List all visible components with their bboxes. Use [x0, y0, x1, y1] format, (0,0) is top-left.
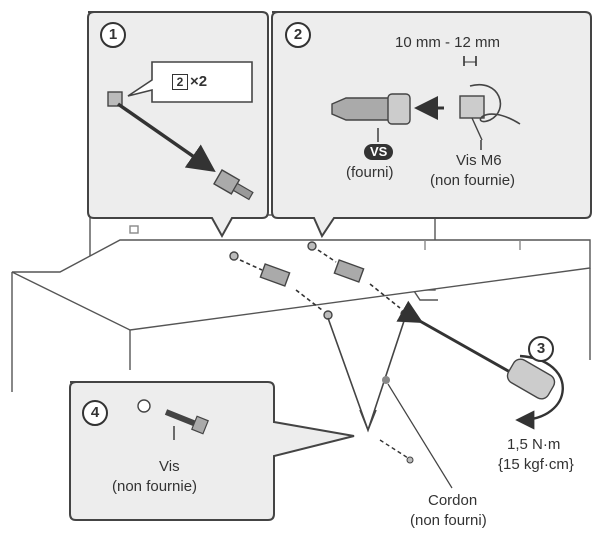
quantity-callout: [127, 61, 253, 103]
step-number-4: 4: [82, 400, 108, 426]
m6-screw-caption: (non fournie): [430, 172, 516, 189]
cord-title: Cordon: [428, 492, 478, 509]
bolt-1: [213, 169, 254, 201]
wood-screw: [137, 399, 209, 440]
quantity-multiplier: ×2: [190, 73, 208, 90]
step-number-3: 3: [528, 336, 554, 362]
dimension-label: 10 mm - 12 mm: [395, 34, 501, 51]
torque-kgf: {15 kgf·cm}: [498, 456, 574, 473]
step4-screw-caption: (non fournie): [112, 478, 198, 495]
m6-screw-with-cord: [459, 83, 521, 141]
vs-spacer: [331, 93, 411, 125]
vs-caption: (fourni): [346, 164, 394, 181]
step-number-1: 1: [100, 22, 126, 48]
quantity-label: 2×2: [172, 73, 207, 90]
step2-panel: [271, 11, 592, 239]
vs-badge: VS: [364, 144, 394, 160]
table-surface: [11, 239, 591, 392]
cord: [327, 317, 406, 433]
quantity-box-icon: 2: [172, 74, 188, 90]
step-number-2: 2: [285, 22, 311, 48]
mounting-parts: [229, 241, 410, 320]
step4-screw-title: Vis: [159, 458, 180, 475]
cord-caption: (non fourni): [410, 512, 487, 529]
hole-cap: [107, 91, 123, 107]
m6-screw-title: Vis M6: [456, 152, 502, 169]
torque-nm: 1,5 N·m: [507, 436, 561, 453]
screwdriver: [396, 300, 564, 430]
step4-panel: [69, 381, 355, 521]
